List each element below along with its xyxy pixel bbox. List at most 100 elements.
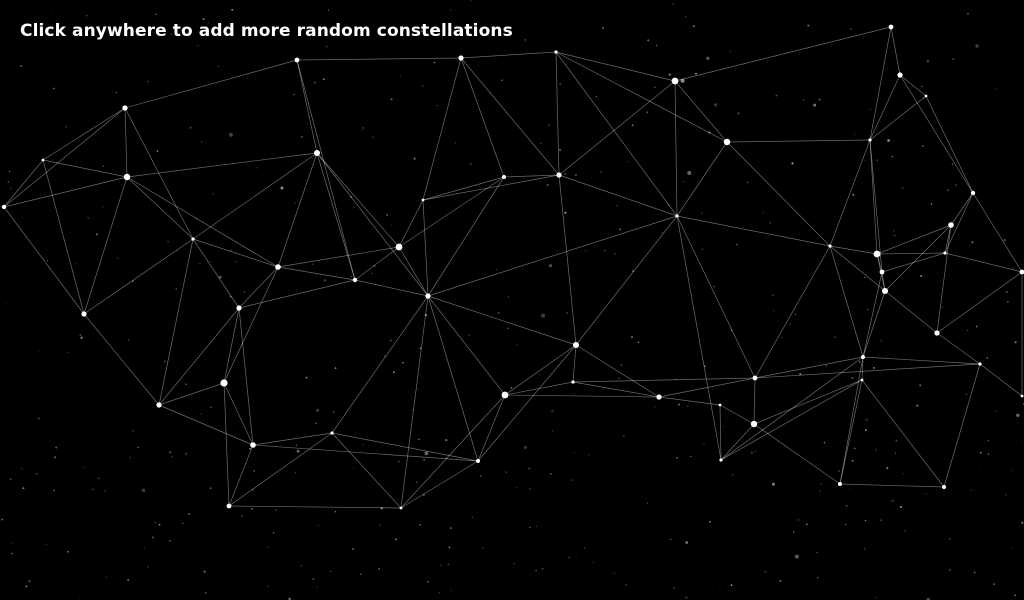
- background-star: [175, 288, 177, 290]
- background-star: [252, 489, 254, 491]
- background-star: [399, 74, 401, 77]
- constellation-star: [122, 105, 128, 111]
- constellation-line: [398, 199, 424, 248]
- constellation-star: [888, 24, 894, 30]
- constellation-line: [427, 295, 479, 462]
- background-star: [131, 429, 135, 432]
- constellation-line: [238, 307, 254, 446]
- constellation-line: [398, 246, 429, 297]
- background-star: [185, 383, 187, 386]
- background-star: [879, 519, 883, 522]
- background-star: [548, 264, 553, 268]
- background-star: [858, 360, 861, 363]
- constellation-line: [839, 483, 945, 488]
- background-star: [892, 230, 895, 232]
- background-star: [151, 536, 154, 539]
- background-star: [852, 193, 855, 196]
- constellation-star: [828, 244, 832, 248]
- constellation-line: [42, 159, 85, 315]
- background-star: [176, 370, 178, 372]
- constellation-star: [571, 380, 575, 384]
- background-star: [143, 546, 146, 549]
- background-star: [993, 583, 996, 586]
- background-star: [817, 577, 819, 579]
- background-star: [685, 541, 689, 544]
- background-star: [182, 522, 184, 524]
- constellation-line: [869, 95, 927, 141]
- background-star: [575, 556, 577, 558]
- background-star: [616, 205, 618, 207]
- constellation-star: [924, 94, 928, 98]
- constellation-line: [192, 238, 240, 309]
- constellation-star: [879, 269, 885, 275]
- background-star: [772, 294, 774, 296]
- constellation-line: [899, 74, 974, 194]
- constellation-line: [277, 266, 356, 281]
- background-star: [967, 13, 969, 15]
- background-star: [67, 351, 70, 354]
- background-star: [218, 275, 222, 279]
- background-star: [228, 132, 233, 137]
- background-star: [389, 339, 392, 342]
- background-star: [185, 452, 188, 455]
- background-star: [46, 260, 49, 262]
- constellation-line: [558, 174, 678, 217]
- background-star: [719, 589, 721, 591]
- background-star: [736, 243, 738, 246]
- background-star: [902, 473, 905, 475]
- constellation-line: [477, 394, 506, 462]
- constellation-line: [252, 432, 333, 446]
- background-star: [703, 365, 706, 367]
- background-star: [325, 45, 328, 48]
- constellation-line: [558, 174, 577, 346]
- background-star: [566, 312, 568, 314]
- background-star: [690, 455, 692, 458]
- background-star: [995, 410, 997, 412]
- background-star: [875, 596, 877, 599]
- background-star: [155, 13, 157, 16]
- background-star: [795, 313, 797, 315]
- background-star: [941, 306, 944, 309]
- background-star: [294, 471, 297, 474]
- constellation-line: [83, 238, 194, 315]
- constellation-line: [753, 379, 863, 425]
- background-star: [618, 377, 620, 379]
- background-star: [516, 343, 518, 345]
- background-star: [204, 592, 207, 594]
- constellation-line: [558, 80, 676, 176]
- constellation-line: [3, 176, 128, 208]
- background-star: [646, 111, 649, 114]
- background-star: [168, 539, 171, 543]
- constellation-star: [719, 458, 723, 462]
- background-star: [327, 9, 330, 11]
- background-star: [603, 249, 606, 252]
- background-star: [979, 470, 981, 472]
- background-star: [539, 142, 542, 145]
- constellation-line: [884, 224, 952, 292]
- background-star: [7, 181, 10, 183]
- background-star: [722, 425, 724, 427]
- background-star: [115, 91, 118, 94]
- background-star: [701, 212, 703, 215]
- constellation-line: [676, 215, 831, 247]
- background-star: [424, 451, 429, 456]
- background-star: [751, 451, 753, 454]
- background-star: [334, 367, 337, 369]
- constellation-line: [754, 356, 864, 379]
- constellation-line: [126, 176, 279, 268]
- background-star: [807, 24, 810, 27]
- background-star: [420, 30, 423, 33]
- background-star: [473, 453, 475, 455]
- background-star: [654, 86, 656, 88]
- constellation-star: [723, 138, 731, 146]
- background-star: [592, 561, 595, 563]
- background-star: [587, 453, 590, 456]
- constellation-line: [124, 59, 298, 109]
- constellation-line: [572, 377, 756, 383]
- background-star: [79, 597, 81, 599]
- background-star: [802, 99, 805, 101]
- background-star: [904, 529, 906, 532]
- background-star: [312, 263, 314, 265]
- background-star: [1021, 441, 1023, 443]
